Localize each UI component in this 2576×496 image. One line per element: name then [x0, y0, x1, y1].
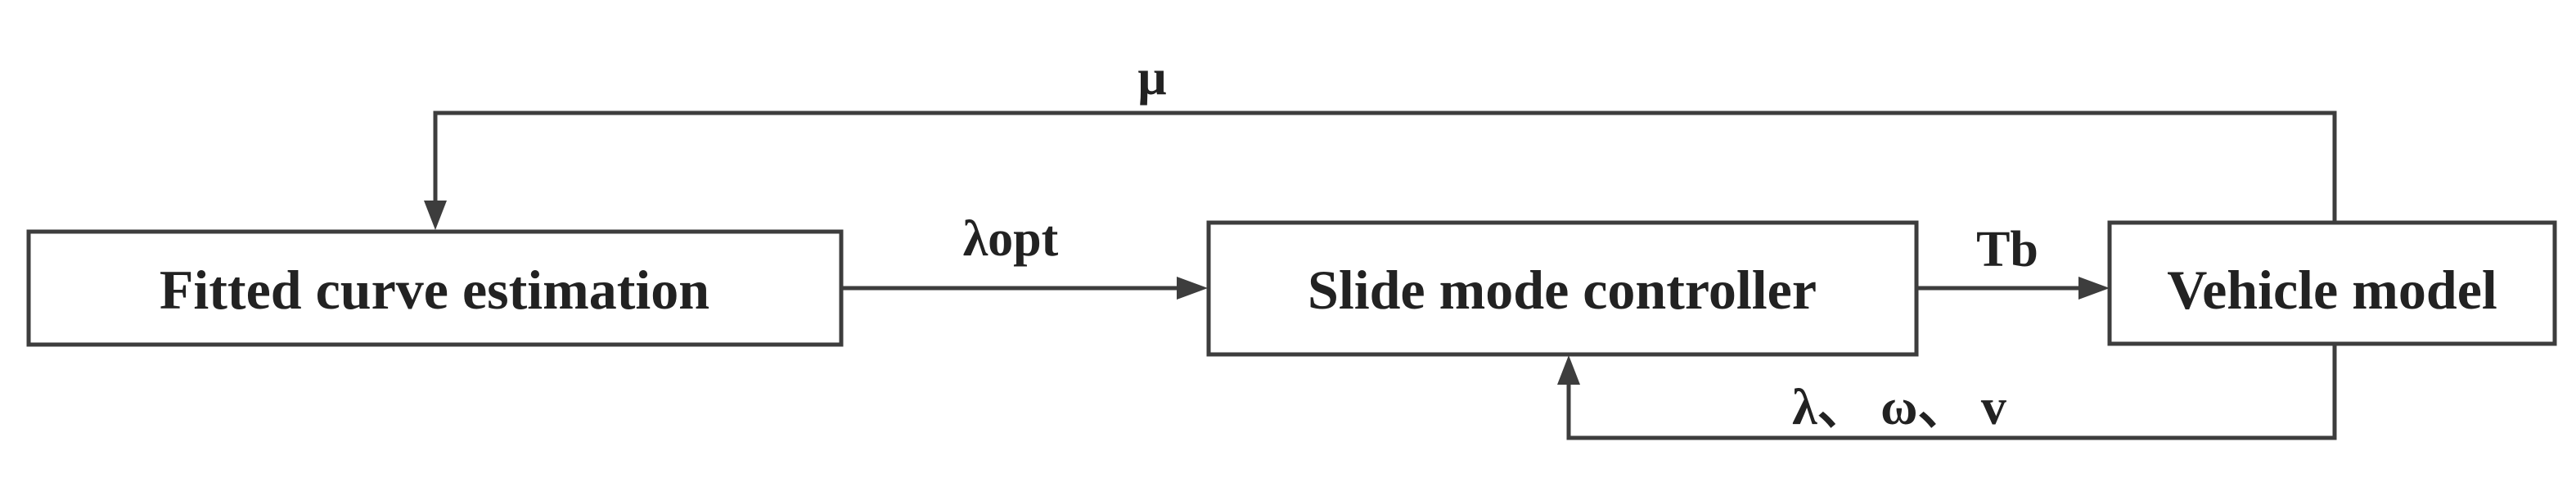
mu-arrowhead [424, 201, 447, 230]
fitted-curve-estimation-block: Fitted curve estimation [26, 229, 844, 347]
lambda-opt-path [841, 277, 1208, 300]
slide-mode-controller-block: Slide mode controller [1206, 220, 1919, 357]
slide-mode-controller-label: Slide mode controller [1308, 259, 1817, 321]
vehicle-model-block: Vehicle model [2107, 220, 2557, 346]
state-feedback-arrowhead [1557, 355, 1580, 385]
state-feedback-path [1557, 344, 2337, 440]
lambda-opt-arrowhead [1177, 277, 1208, 300]
tb-arrowhead [2078, 277, 2110, 300]
state-feedback-signal-label: λ、 ω、 v [1792, 380, 2006, 435]
lambda-opt-signal-label: λopt [963, 211, 1059, 267]
tb-signal-label: Tb [1976, 222, 2038, 277]
tb-path [1916, 277, 2110, 300]
mu-signal-label: μ [1137, 50, 1166, 106]
mu-feedback-path [424, 110, 2337, 230]
fitted-curve-estimation-label: Fitted curve estimation [160, 259, 709, 321]
vehicle-model-label: Vehicle model [2167, 259, 2497, 321]
